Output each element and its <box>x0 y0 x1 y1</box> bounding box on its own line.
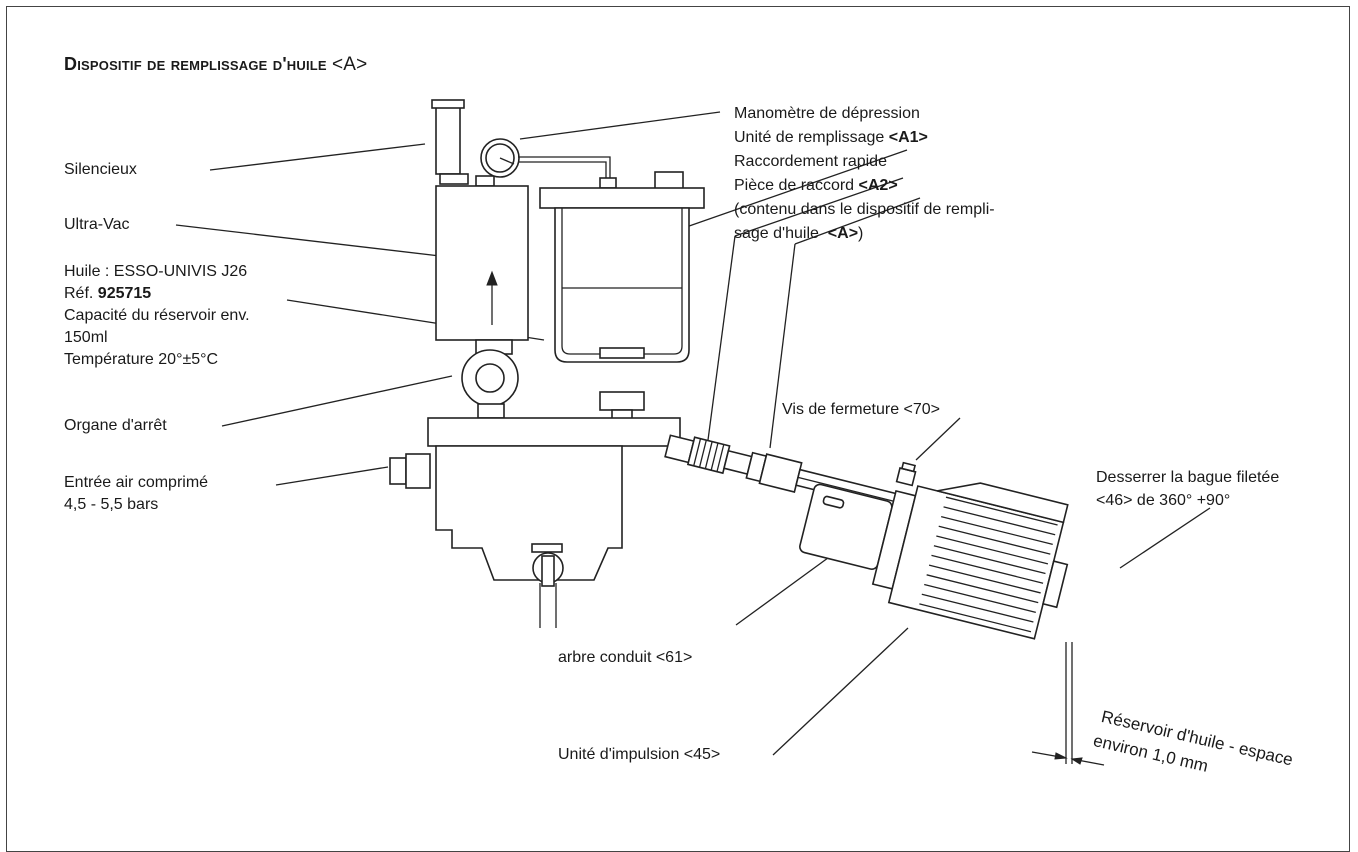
label-ref: Réf. 925715 <box>64 284 151 304</box>
unite-remplissage-text: Unité de remplissage <box>734 129 885 146</box>
label-temperature: Température 20°±5°C <box>64 351 219 368</box>
label-organe: Organe d'arrêt <box>64 417 167 434</box>
filling-unit <box>539 171 705 421</box>
leader-lines <box>175 111 1211 756</box>
label-arbre: arbre conduit <61> <box>558 649 693 666</box>
label-entree-2: 4,5 - 5,5 bars <box>64 496 159 513</box>
leader-piece-1 <box>769 243 796 449</box>
label-vis: Vis de fermeture <70> <box>782 401 941 418</box>
screw-plug <box>895 461 917 487</box>
cup-lid <box>539 187 705 209</box>
ultra-vac-assembly <box>431 99 617 341</box>
base-block <box>389 417 681 628</box>
piece-text: Pièce de raccord <box>734 177 855 194</box>
title-text: Dispositif de remplissage d'huile <box>64 54 327 74</box>
silencer-nut <box>439 173 469 185</box>
label-unite-impulsion: Unité d'impulsion <45> <box>558 746 721 763</box>
title-tag: <A> <box>332 54 368 75</box>
leader-desserrer <box>1119 507 1211 569</box>
air-inlet <box>389 457 407 485</box>
unite-remplissage-tag: <A1> <box>888 129 928 146</box>
label-desserrer-1: Desserrer la bague filetée <box>1096 469 1280 486</box>
arrow-icon <box>486 270 498 286</box>
silencer-cap <box>431 99 465 109</box>
leader-silencieux <box>209 143 426 171</box>
label-huile: Huile : ESSO-UNIVIS J26 <box>64 263 248 280</box>
label-contenu-2: sage d'huile <A>) <box>734 224 863 244</box>
label-unite-remplissage: Unité de remplissage <A1> <box>734 128 928 148</box>
label-manometre: Manomètre de dépression <box>734 105 920 122</box>
ref-prefix: Réf. <box>64 285 94 302</box>
figure-title: Dispositif de remplissage d'huile <A> <box>64 54 367 76</box>
base-plate <box>427 417 681 447</box>
contenu-close: ) <box>858 225 864 242</box>
label-desserrer-2: <46> de 360° +90° <box>1096 492 1231 509</box>
piece-tag: <A2> <box>858 177 898 194</box>
label-entree-1: Entrée air comprimé <box>64 474 209 491</box>
housing <box>435 445 623 581</box>
oil-reservoir <box>554 207 690 363</box>
leader-arbre <box>735 554 833 626</box>
label-capacite-2: 150ml <box>64 329 108 346</box>
gauge-nut <box>475 175 495 187</box>
label-capacite-1: Capacité du réservoir env. <box>64 307 250 324</box>
leader-vis <box>915 417 961 461</box>
leader-ultravac <box>175 224 458 259</box>
label-silencieux: Silencieux <box>64 161 137 178</box>
gap-dimension <box>1031 642 1105 766</box>
leader-manometre <box>519 111 721 140</box>
leader-unite-remplissage <box>671 149 908 233</box>
leader-organe <box>221 375 453 427</box>
pulse-unit <box>799 482 1069 640</box>
silencer-body <box>435 103 461 175</box>
label-raccordement: Raccordement rapide <box>734 153 887 170</box>
ultravac-body <box>435 185 529 341</box>
leader-entree <box>275 466 389 486</box>
label-ultravac: Ultra-Vac <box>64 216 130 233</box>
leader-piece-2 <box>794 197 921 245</box>
shutoff-valve <box>461 339 519 419</box>
contenu-text: sage d'huile <box>734 225 819 242</box>
ref-number: 925715 <box>97 285 152 302</box>
leader-unite-impulsion <box>772 627 909 756</box>
label-piece: Pièce de raccord <A2> <box>734 176 898 196</box>
leader-raccordement-1 <box>707 235 736 441</box>
contenu-tag: <A> <box>827 225 859 242</box>
leader-raccordement-2 <box>734 177 904 237</box>
label-contenu-1: (contenu dans le dispositif de rempli- <box>734 201 995 218</box>
